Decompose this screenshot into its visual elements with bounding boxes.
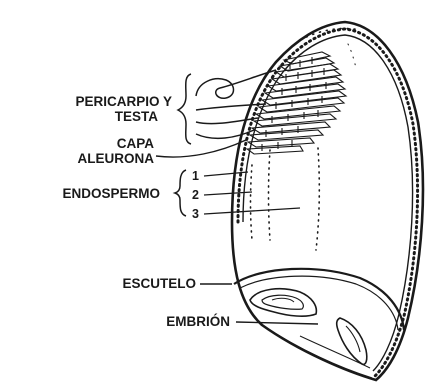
label-escutelo: ESCUTELO <box>122 276 196 291</box>
label-embrion-text: EMBRIÓN <box>166 314 230 329</box>
embrion-leader-line <box>236 322 318 324</box>
region-number-1: 1 <box>192 169 199 183</box>
aleurona-leader-line <box>156 140 246 157</box>
label-endospermo-text: ENDOSPERMO <box>62 186 160 201</box>
label-escutelo-text: ESCUTELO <box>122 276 196 291</box>
label-capa-line1: CAPA <box>117 136 155 151</box>
label-pericarpio-line1: PERICARPIO Y <box>75 94 172 109</box>
endosperm-region-numbers: 1 2 3 <box>192 169 199 221</box>
label-embrion: EMBRIÓN <box>166 314 230 329</box>
label-pericarpio-line2: TESTA <box>115 109 158 124</box>
label-capa-line2: ALEURONA <box>78 151 155 166</box>
endosperm-bracket <box>175 170 186 216</box>
label-endospermo: ENDOSPERMO <box>62 186 160 201</box>
label-pericarpio-testa: PERICARPIO Y TESTA <box>75 94 172 124</box>
endosperm-leader-lines <box>204 172 300 214</box>
label-capa-aleurona: CAPA ALEURONA <box>78 136 155 166</box>
region-number-3: 3 <box>192 207 199 221</box>
region-number-2: 2 <box>192 188 199 202</box>
pericarp-bracket <box>178 74 191 144</box>
pericarp-cell-layers <box>247 52 346 154</box>
